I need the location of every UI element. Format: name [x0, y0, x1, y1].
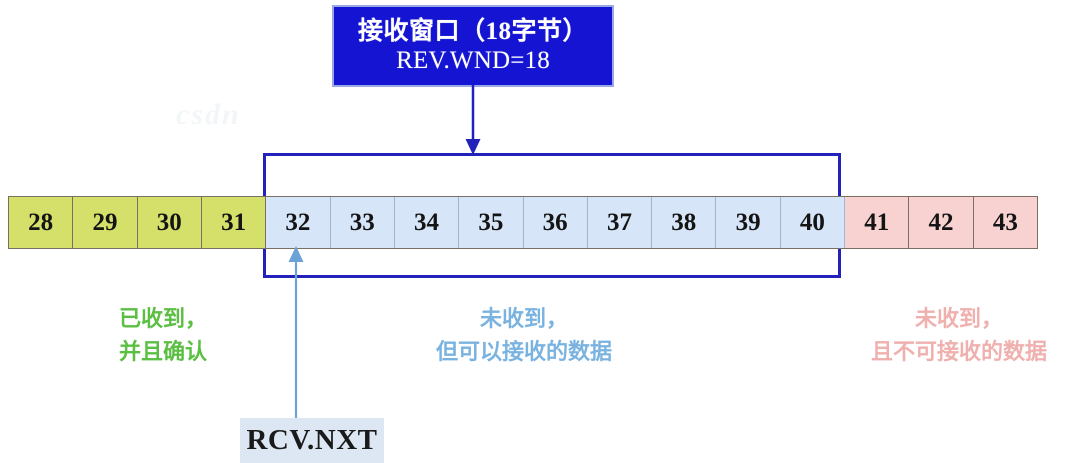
byte-cell: 41 [845, 197, 910, 248]
caption-acked: 已收到， 并且确认 [118, 306, 207, 364]
byte-cell: 28 [9, 197, 74, 248]
receive-window-callout: 接收窗口（18字节） REV.WND=18 [332, 5, 614, 87]
caption-in-window: 未收到， 但可以接收的数据 [435, 306, 612, 364]
byte-cell: 35 [459, 197, 524, 248]
rcv-nxt-up-arrow-icon [288, 246, 304, 420]
byte-cell: 40 [780, 197, 846, 248]
byte-cell: 31 [201, 197, 267, 248]
byte-cell: 43 [973, 197, 1037, 248]
byte-cell: 29 [73, 197, 138, 248]
byte-cell: 33 [330, 197, 395, 248]
byte-cell: 39 [716, 197, 781, 248]
byte-cell: 32 [266, 197, 331, 248]
byte-cell: 38 [652, 197, 717, 248]
rcv-nxt-label: RCV.NXT [240, 418, 384, 463]
byte-cell: 42 [909, 197, 974, 248]
byte-cell: 37 [587, 197, 653, 248]
caption-outside-window: 未收到， 且不可接收的数据 [870, 306, 1047, 364]
byte-cell: 34 [394, 197, 460, 248]
callout-title-cn: 接收窗口（18字节） [357, 17, 588, 45]
callout-title-en: REV.WND=18 [396, 47, 550, 74]
byte-cell: 30 [137, 197, 202, 248]
byte-cell: 36 [523, 197, 588, 248]
watermark-text: csdn [176, 98, 241, 131]
callout-down-arrow-icon [465, 85, 481, 155]
